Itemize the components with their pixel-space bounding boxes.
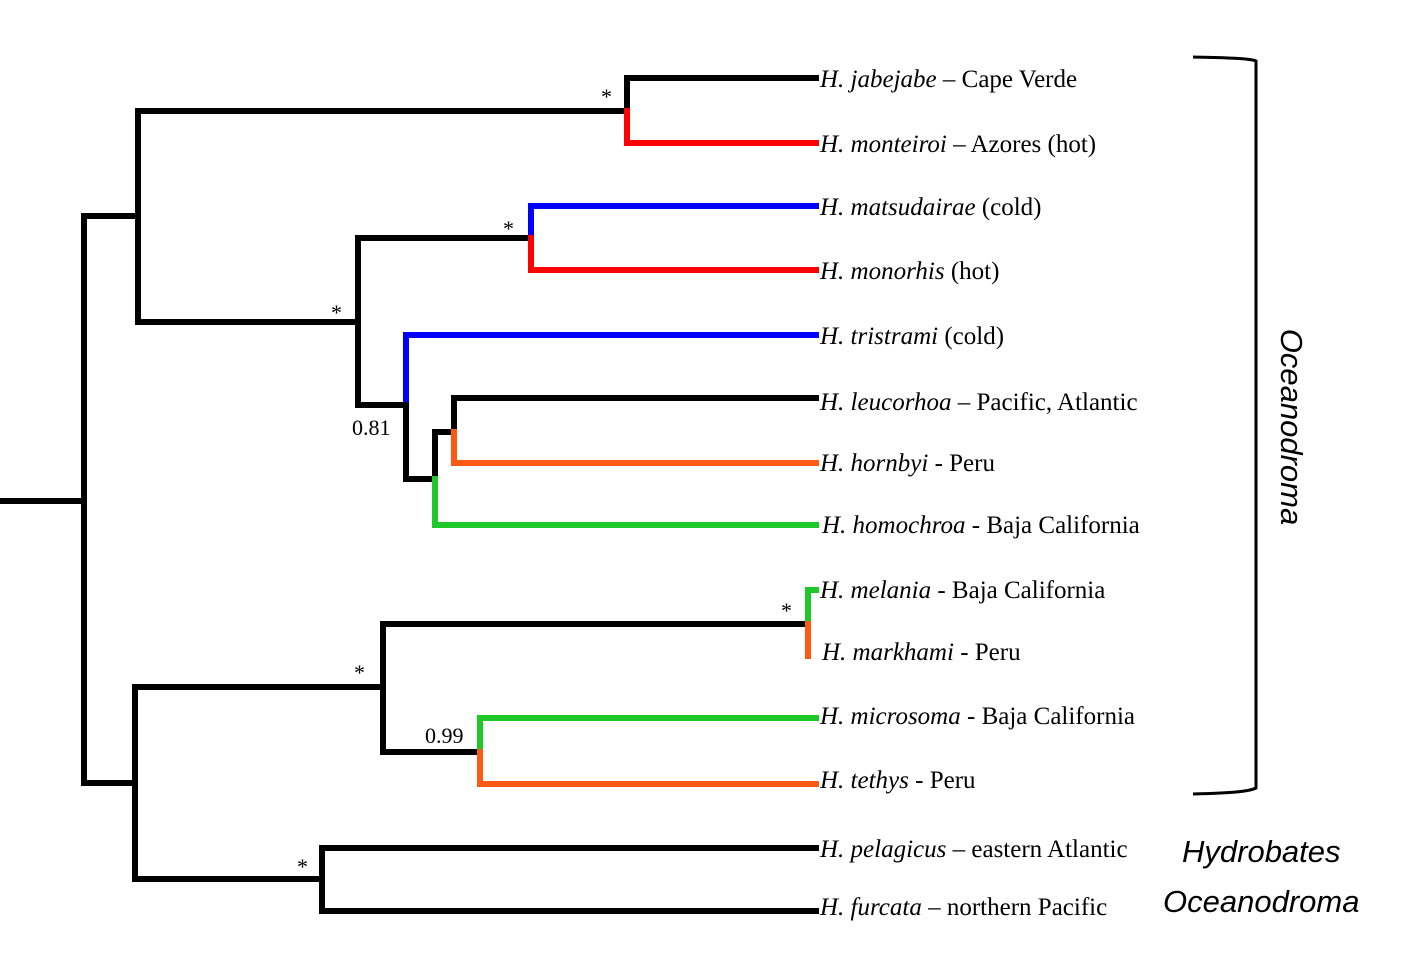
- tip-locality: (cold): [938, 323, 1004, 350]
- branch-melania: [805, 587, 819, 627]
- tip-label-hornbyi: H. hornbyi - Peru: [819, 450, 995, 477]
- branch-leucorhoa-group-stem: [403, 402, 438, 482]
- tip-species-name: H. melania: [819, 577, 931, 604]
- branch-microsoma: [477, 715, 819, 755]
- tip-species-name: H. homochroa: [821, 512, 966, 539]
- oceanodroma-bracket: [1192, 55, 1258, 796]
- branch-monteiroi: [624, 108, 819, 146]
- tip-species-name: H. tristrami: [819, 323, 938, 350]
- tip-label-homochroa: H. homochroa - Baja California: [821, 512, 1140, 539]
- support-label: *: [503, 216, 514, 241]
- support-label: *: [331, 300, 342, 325]
- tip-label-monorhis: H. monorhis (hot): [819, 258, 999, 285]
- support-labels: * * * 0.81 * * 0.99 *: [297, 84, 792, 879]
- tip-species-name: H. hornbyi: [819, 450, 928, 477]
- tip-species-name: H. tethys: [819, 767, 909, 794]
- tip-label-pelagicus: H. pelagicus – eastern Atlantic: [819, 836, 1128, 863]
- furcata-genus-label: Oceanodroma: [1163, 884, 1359, 919]
- tip-label-melania: H. melania - Baja California: [819, 577, 1105, 604]
- branch-jabejabe-node-upper: [624, 75, 819, 114]
- tip-locality: – Pacific, Atlantic: [951, 389, 1137, 416]
- support-label: *: [601, 84, 612, 109]
- tip-locality: - Baja California: [961, 703, 1135, 730]
- tip-label-furcata: H. furcata – northern Pacific: [819, 894, 1107, 921]
- tip-locality: - Peru: [954, 639, 1021, 666]
- tip-locality: - Baja California: [966, 512, 1140, 539]
- tip-locality: – Azores (hot): [947, 131, 1096, 158]
- tip-locality: (cold): [976, 194, 1042, 221]
- tip-label-matsudairae: H. matsudairae (cold): [819, 194, 1042, 221]
- hydrobates-genus-label: Hydrobates: [1182, 834, 1341, 869]
- branch-hornbyi: [451, 429, 819, 466]
- tip-label-leucorhoa: H. leucorhoa – Pacific, Atlantic: [819, 389, 1138, 416]
- tip-label-monteiroi: H. monteiroi – Azores (hot): [819, 131, 1096, 158]
- tip-labels: H. jabejabe – Cape Verde H. monteiroi – A…: [819, 66, 1140, 921]
- tip-label-tethys: H. tethys - Peru: [819, 767, 976, 794]
- tip-label-tristrami: H. tristrami (cold): [819, 323, 1004, 350]
- tip-species-name: H. microsoma: [819, 703, 961, 730]
- tip-locality: - Peru: [909, 767, 976, 794]
- tip-species-name: H. jabejabe: [819, 66, 937, 93]
- branch-monorhis: [528, 235, 819, 273]
- support-label: *: [781, 598, 792, 623]
- branch-leucorhoa: [451, 395, 819, 435]
- support-label: *: [297, 854, 308, 879]
- tip-label-jabejabe: H. jabejabe – Cape Verde: [819, 66, 1077, 93]
- branch-matsudairae: [528, 203, 819, 241]
- tip-locality: – Cape Verde: [937, 66, 1077, 93]
- bracket-genus-label: Oceanodroma: [1274, 329, 1309, 525]
- tip-locality: - Baja California: [931, 577, 1105, 604]
- tip-species-name: H. matsudairae: [819, 194, 976, 221]
- tip-species-name: H. leucorhoa: [819, 389, 951, 416]
- tip-label-markhami: H. markhami - Peru: [821, 639, 1021, 666]
- tree-branches: [0, 75, 819, 914]
- tip-label-microsoma: H. microsoma - Baja California: [819, 703, 1135, 730]
- branch-tristrami: [403, 332, 819, 408]
- tip-species-name: H. pelagicus: [819, 836, 946, 863]
- tip-locality: (hot): [945, 258, 1000, 285]
- support-label: *: [354, 660, 365, 685]
- branch-tethys: [477, 749, 819, 787]
- tip-species-name: H. furcata: [819, 894, 922, 921]
- support-label: 0.99: [425, 723, 464, 748]
- tip-locality: – eastern Atlantic: [946, 836, 1127, 863]
- tip-species-name: H. monteiroi: [819, 131, 947, 158]
- tip-species-name: H. monorhis: [819, 258, 945, 285]
- tip-species-name: H. markhami: [821, 639, 954, 666]
- branch-homochroa: [432, 476, 819, 528]
- tip-locality: – northern Pacific: [922, 894, 1107, 921]
- support-label: 0.81: [352, 415, 391, 440]
- tip-locality: - Peru: [928, 450, 995, 477]
